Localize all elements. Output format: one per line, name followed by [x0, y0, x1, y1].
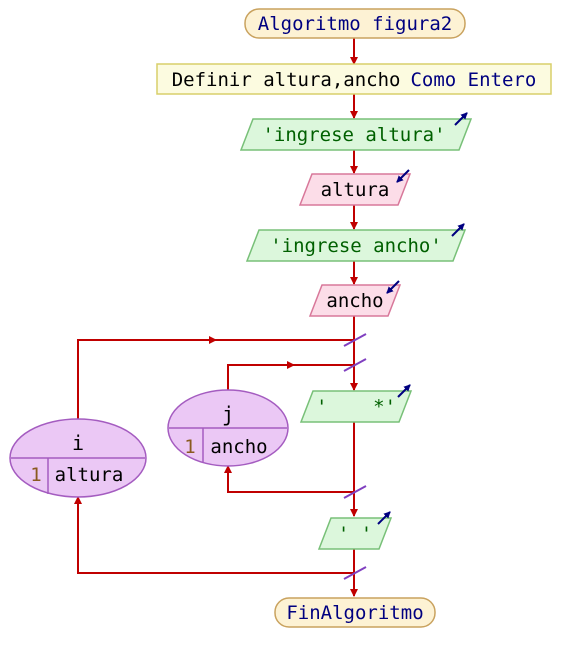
junction-mark-outer-bottom [343, 566, 367, 580]
arrow-up-right-icon [454, 112, 468, 126]
outer-loop-from: 1 [30, 464, 41, 486]
inner-loop-from: 1 [184, 436, 195, 458]
output-ingrese-ancho[interactable]: 'ingrese ancho' [245, 223, 467, 262]
output-star[interactable]: ' *' [299, 384, 413, 423]
junction-mark-outer-top [343, 333, 367, 347]
define-keyword-text: Como Entero [410, 69, 536, 91]
output-ingrese-altura-text: 'ingrese altura' [262, 124, 445, 146]
flow-inner-loop-bottom [224, 465, 354, 493]
output-space[interactable]: ' ' [317, 511, 393, 550]
junction-marks [343, 333, 367, 580]
inner-loop-node[interactable]: j 1 ancho [167, 389, 289, 467]
arrow-up-right-icon [397, 384, 411, 398]
arrow-down-left-icon [396, 169, 410, 183]
outer-loop-var: i [72, 431, 84, 455]
flow-lines [74, 38, 358, 597]
outer-loop-node[interactable]: i 1 altura [9, 418, 147, 498]
arrow-up-right-icon [377, 511, 391, 525]
flow-outer-loop-bottom [74, 496, 354, 574]
start-label: Algoritmo figura2 [258, 13, 452, 35]
arrow-up-right-icon [451, 223, 465, 237]
start-terminal[interactable]: Algoritmo figura2 [244, 8, 466, 39]
arrow-down-left-icon [386, 280, 400, 294]
input-ancho[interactable]: ancho [308, 280, 402, 317]
inner-loop-to: ancho [210, 436, 267, 458]
flow-outer-loop-top [77, 339, 354, 420]
flow-inner-loop-top [227, 364, 354, 390]
define-process[interactable]: Definir altura,ancho Como Entero [156, 63, 552, 95]
output-ingrese-altura[interactable]: 'ingrese altura' [239, 112, 473, 151]
define-label: Definir altura,ancho Como Entero [172, 69, 537, 91]
end-terminal[interactable]: FinAlgoritmo [274, 597, 436, 628]
junction-mark-inner-top [343, 358, 367, 372]
define-vars-text: Definir altura,ancho [172, 69, 401, 91]
input-ancho-text: ancho [326, 290, 383, 312]
outer-loop-to: altura [55, 464, 124, 486]
end-label: FinAlgoritmo [286, 602, 423, 624]
input-altura[interactable]: altura [298, 169, 412, 206]
input-altura-text: altura [321, 179, 390, 201]
output-star-text: ' *' [316, 396, 396, 418]
output-space-text: ' ' [338, 523, 372, 545]
junction-mark-inner-bottom [343, 485, 367, 499]
output-ingrese-ancho-text: 'ingrese ancho' [270, 235, 442, 257]
inner-loop-var: j [222, 402, 234, 426]
